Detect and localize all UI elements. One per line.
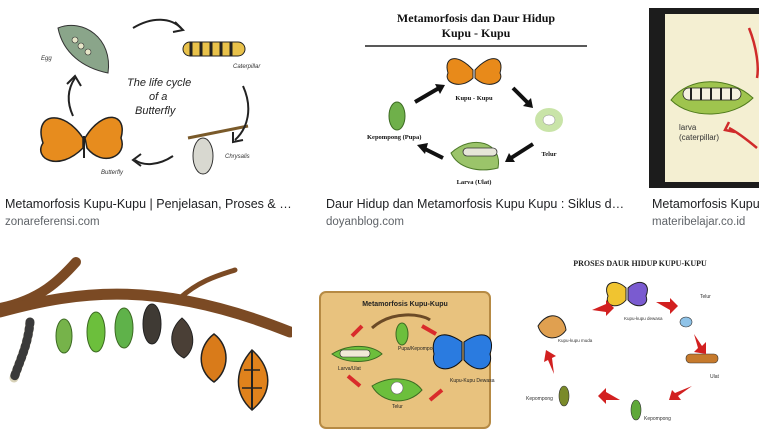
metamorphosis-cycle-diagram: Metamorfosis dan Daur Hidup Kupu - Kupu … <box>323 8 629 188</box>
image-result-4[interactable] <box>0 250 292 440</box>
image-label-ulat: Ulat <box>710 374 720 380</box>
image-label-telur: Telur <box>700 294 711 300</box>
image-label-larva: Larva/Ulat <box>338 366 361 372</box>
image-title: PROSES DAUR HIDUP KUPU-KUPU <box>573 259 707 268</box>
image-result-3[interactable]: larva (caterpillar) Metamorfosis Kupu-Ku… <box>649 0 759 240</box>
image-label-adult: Kupu-kupu dewasa <box>624 316 663 321</box>
result-thumbnail[interactable] <box>0 250 292 440</box>
image-title-line-1: The life cycle <box>127 77 191 89</box>
image-title-line-2: of a <box>149 91 167 103</box>
image-label-kepompong-left: Kepompong <box>526 396 553 402</box>
result-thumbnail[interactable]: Metamorfosis Kupu-Kupu Pupa/Kepompong La… <box>312 250 498 440</box>
image-label-pupa: Pupa/Kepompong <box>398 346 438 352</box>
image-label-caterpillar: (caterpillar) <box>679 133 719 142</box>
image-label-kupu-kupu: Kupu - Kupu <box>455 95 493 102</box>
butterfly-life-cycle-illustration: The life cycle of a Butterfly Egg Caterp… <box>3 8 302 188</box>
image-label-telur: Telur <box>542 151 557 158</box>
result-thumbnail[interactable]: larva (caterpillar) <box>649 8 759 188</box>
result-source[interactable]: zonareferensi.com <box>5 216 100 228</box>
result-thumbnail[interactable]: The life cycle of a Butterfly Egg Caterp… <box>3 8 302 188</box>
life-cycle-process-diagram: PROSES DAUR HIDUP KUPU-KUPU Kupu-kupu de… <box>518 250 759 440</box>
result-thumbnail[interactable]: Metamorfosis dan Daur Hidup Kupu - Kupu … <box>323 8 629 188</box>
image-result-5[interactable]: Metamorfosis Kupu-Kupu Pupa/Kepompong La… <box>312 250 498 440</box>
image-label-larva: larva <box>679 123 697 132</box>
image-title: Metamorfosis Kupu-Kupu <box>362 301 448 308</box>
result-source[interactable]: materibelajar.co.id <box>652 216 746 228</box>
result-caption[interactable]: Daur Hidup dan Metamorfosis Kupu Kupu : … <box>326 197 628 211</box>
image-title-line-1: Metamorfosis dan Daur Hidup <box>397 11 555 25</box>
branch-chrysalis-illustration <box>0 250 292 440</box>
image-label-egg: Egg <box>41 56 52 62</box>
image-label-butterfly: Kupu-Kupu Dewasa <box>450 378 495 384</box>
image-title-line-3: Butterfly <box>135 105 177 117</box>
result-caption[interactable]: Metamorfosis Kupu-Kupu | Penjelasan, Pro… <box>5 197 300 211</box>
image-label-chrysalis: Chrysalis <box>225 154 250 160</box>
image-label-kepompong-right: Kepompong <box>644 416 671 422</box>
result-caption[interactable]: Metamorfosis Kupu-Kupu <box>652 197 759 211</box>
image-label-young: Kupu-kupu muda <box>558 338 593 343</box>
image-result-1[interactable]: The life cycle of a Butterfly Egg Caterp… <box>0 0 302 240</box>
image-label-butterfly: Butterfly <box>101 170 124 176</box>
image-label-caterpillar: Caterpillar <box>233 64 261 70</box>
image-result-6[interactable]: PROSES DAUR HIDUP KUPU-KUPU Kupu-kupu de… <box>518 250 759 440</box>
result-thumbnail[interactable]: PROSES DAUR HIDUP KUPU-KUPU Kupu-kupu de… <box>518 250 759 440</box>
image-title-line-2: Kupu - Kupu <box>442 26 511 40</box>
result-source[interactable]: doyanblog.com <box>326 216 404 228</box>
larva-illustration: larva (caterpillar) <box>649 8 759 188</box>
image-result-2[interactable]: Metamorfosis dan Daur Hidup Kupu - Kupu … <box>322 0 630 240</box>
image-label-telur: Telur <box>392 404 403 410</box>
image-label-kepompong: Kepompong (Pupa) <box>367 134 421 141</box>
wooden-puzzle-illustration: Metamorfosis Kupu-Kupu Pupa/Kepompong La… <box>312 250 498 440</box>
image-label-larva: Larva (Ulat) <box>457 179 492 186</box>
